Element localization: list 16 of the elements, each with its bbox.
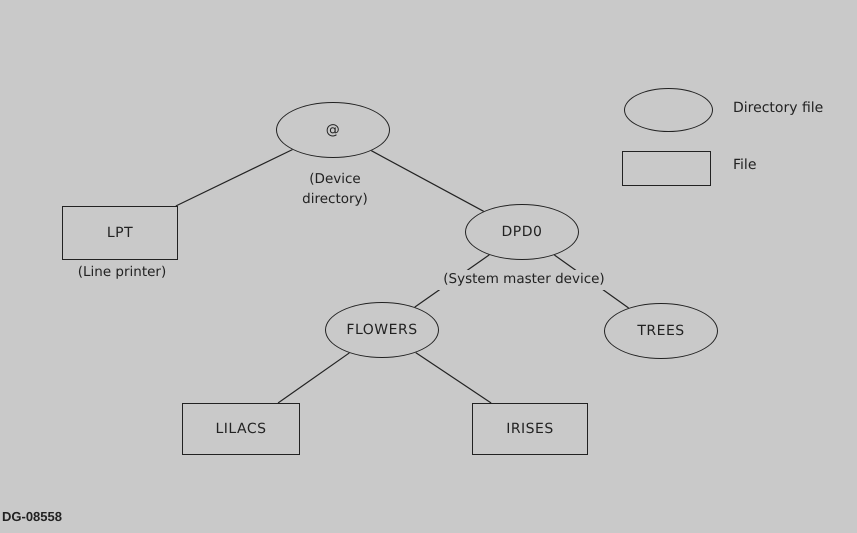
node-label: @	[326, 122, 340, 138]
node-label: LPT	[106, 225, 134, 241]
node-label: LILACS	[215, 421, 267, 437]
node-label: TREES	[637, 323, 685, 339]
node-label: FLOWERS	[346, 322, 418, 338]
node-label: DPD0	[502, 224, 542, 240]
legend-label: Directory file	[733, 100, 824, 116]
connector-line	[176, 149, 293, 207]
connector-line	[371, 150, 484, 212]
node-label: IRISES	[506, 421, 554, 437]
file-box	[182, 403, 300, 455]
legend-label: File	[733, 157, 756, 173]
connector-line	[415, 352, 492, 404]
file-box	[472, 403, 588, 455]
file-box	[62, 206, 178, 260]
figure-number: DG-08558	[2, 509, 62, 524]
